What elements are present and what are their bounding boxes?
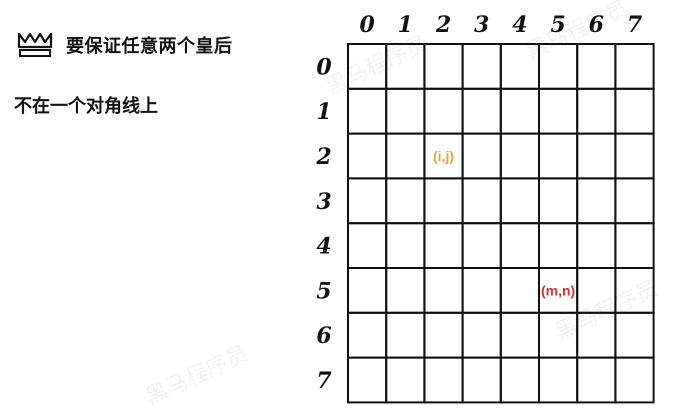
board-cell (347, 177, 388, 225)
board-cell (347, 267, 388, 314)
row-label: 7 (316, 368, 332, 394)
watermark-text: 黑马程序员 (142, 340, 252, 409)
board-cell (461, 222, 502, 269)
headline-text: 要保证任意两个皇后 (66, 36, 233, 57)
row-label: 0 (316, 54, 332, 80)
board-cell (576, 177, 617, 225)
board-cell (499, 222, 540, 269)
board-cell (614, 43, 655, 90)
board-cell (461, 177, 502, 225)
board-cell (347, 132, 388, 180)
cell-marks: (i,j) (m,n) (433, 148, 575, 298)
board-cell (499, 87, 540, 135)
board-cell (423, 267, 464, 314)
row-label: 4 (316, 234, 331, 260)
col-label: 1 (398, 12, 413, 38)
row-label: 2 (315, 144, 331, 170)
row-label: 6 (316, 323, 331, 349)
board-cell (461, 267, 502, 314)
board-cell (576, 87, 617, 135)
board-cell (385, 87, 426, 135)
col-label: 0 (359, 12, 375, 38)
board-cell (347, 222, 388, 269)
board-cell (385, 267, 426, 314)
board-cell (538, 177, 579, 225)
board-cell (423, 311, 464, 359)
board-cell (538, 87, 579, 135)
board-cell (538, 222, 579, 269)
col-label: 7 (627, 12, 643, 38)
subtitle-text: 不在一个对角线上 (14, 96, 158, 117)
board-cell (614, 132, 655, 180)
board-cell (385, 356, 426, 404)
board-cell (576, 132, 617, 180)
board-cell (614, 311, 655, 359)
board-cell (576, 43, 617, 90)
row-label: 3 (316, 189, 331, 215)
board-cell (614, 177, 655, 225)
col-label: 5 (550, 12, 565, 38)
board-cell (576, 222, 617, 269)
col-label: 2 (435, 12, 451, 38)
col-label: 3 (474, 12, 489, 38)
board-cell (576, 356, 617, 404)
board-cell (499, 356, 540, 404)
board-cell (385, 177, 426, 225)
board-cell (499, 267, 540, 314)
board-cell (538, 356, 579, 404)
board-cell (461, 132, 502, 180)
board-cell (461, 311, 502, 359)
board-cell (499, 311, 540, 359)
row-labels: 0 1 2 3 4 5 6 7 (315, 54, 332, 394)
board-cell (461, 87, 502, 135)
board-cell (461, 356, 502, 404)
board-cell (614, 356, 655, 404)
board-cell (499, 132, 540, 180)
board-cell (385, 132, 426, 180)
board-cell (461, 43, 502, 90)
headline: 要保证任意两个皇后 (16, 30, 233, 60)
cell-mark-label: (i,j) (433, 148, 454, 164)
col-label: 6 (589, 12, 604, 38)
board-cell (347, 356, 388, 404)
board-cell (614, 222, 655, 269)
row-label: 1 (316, 99, 331, 125)
board-cell (423, 177, 464, 225)
board-cell (423, 222, 464, 269)
board-cell (385, 222, 426, 269)
cell-mark-label: (m,n) (541, 282, 575, 298)
board-cell (423, 356, 464, 404)
board-cell (347, 87, 388, 135)
col-label: 4 (512, 12, 527, 38)
row-label: 5 (316, 278, 331, 304)
board-cell (385, 311, 426, 359)
crown-icon (17, 32, 53, 57)
board-cell (614, 87, 655, 135)
board-cell (499, 177, 540, 225)
board-grid (347, 43, 655, 404)
board-cell (538, 132, 579, 180)
board-cell (347, 311, 388, 359)
board-cell (423, 87, 464, 135)
